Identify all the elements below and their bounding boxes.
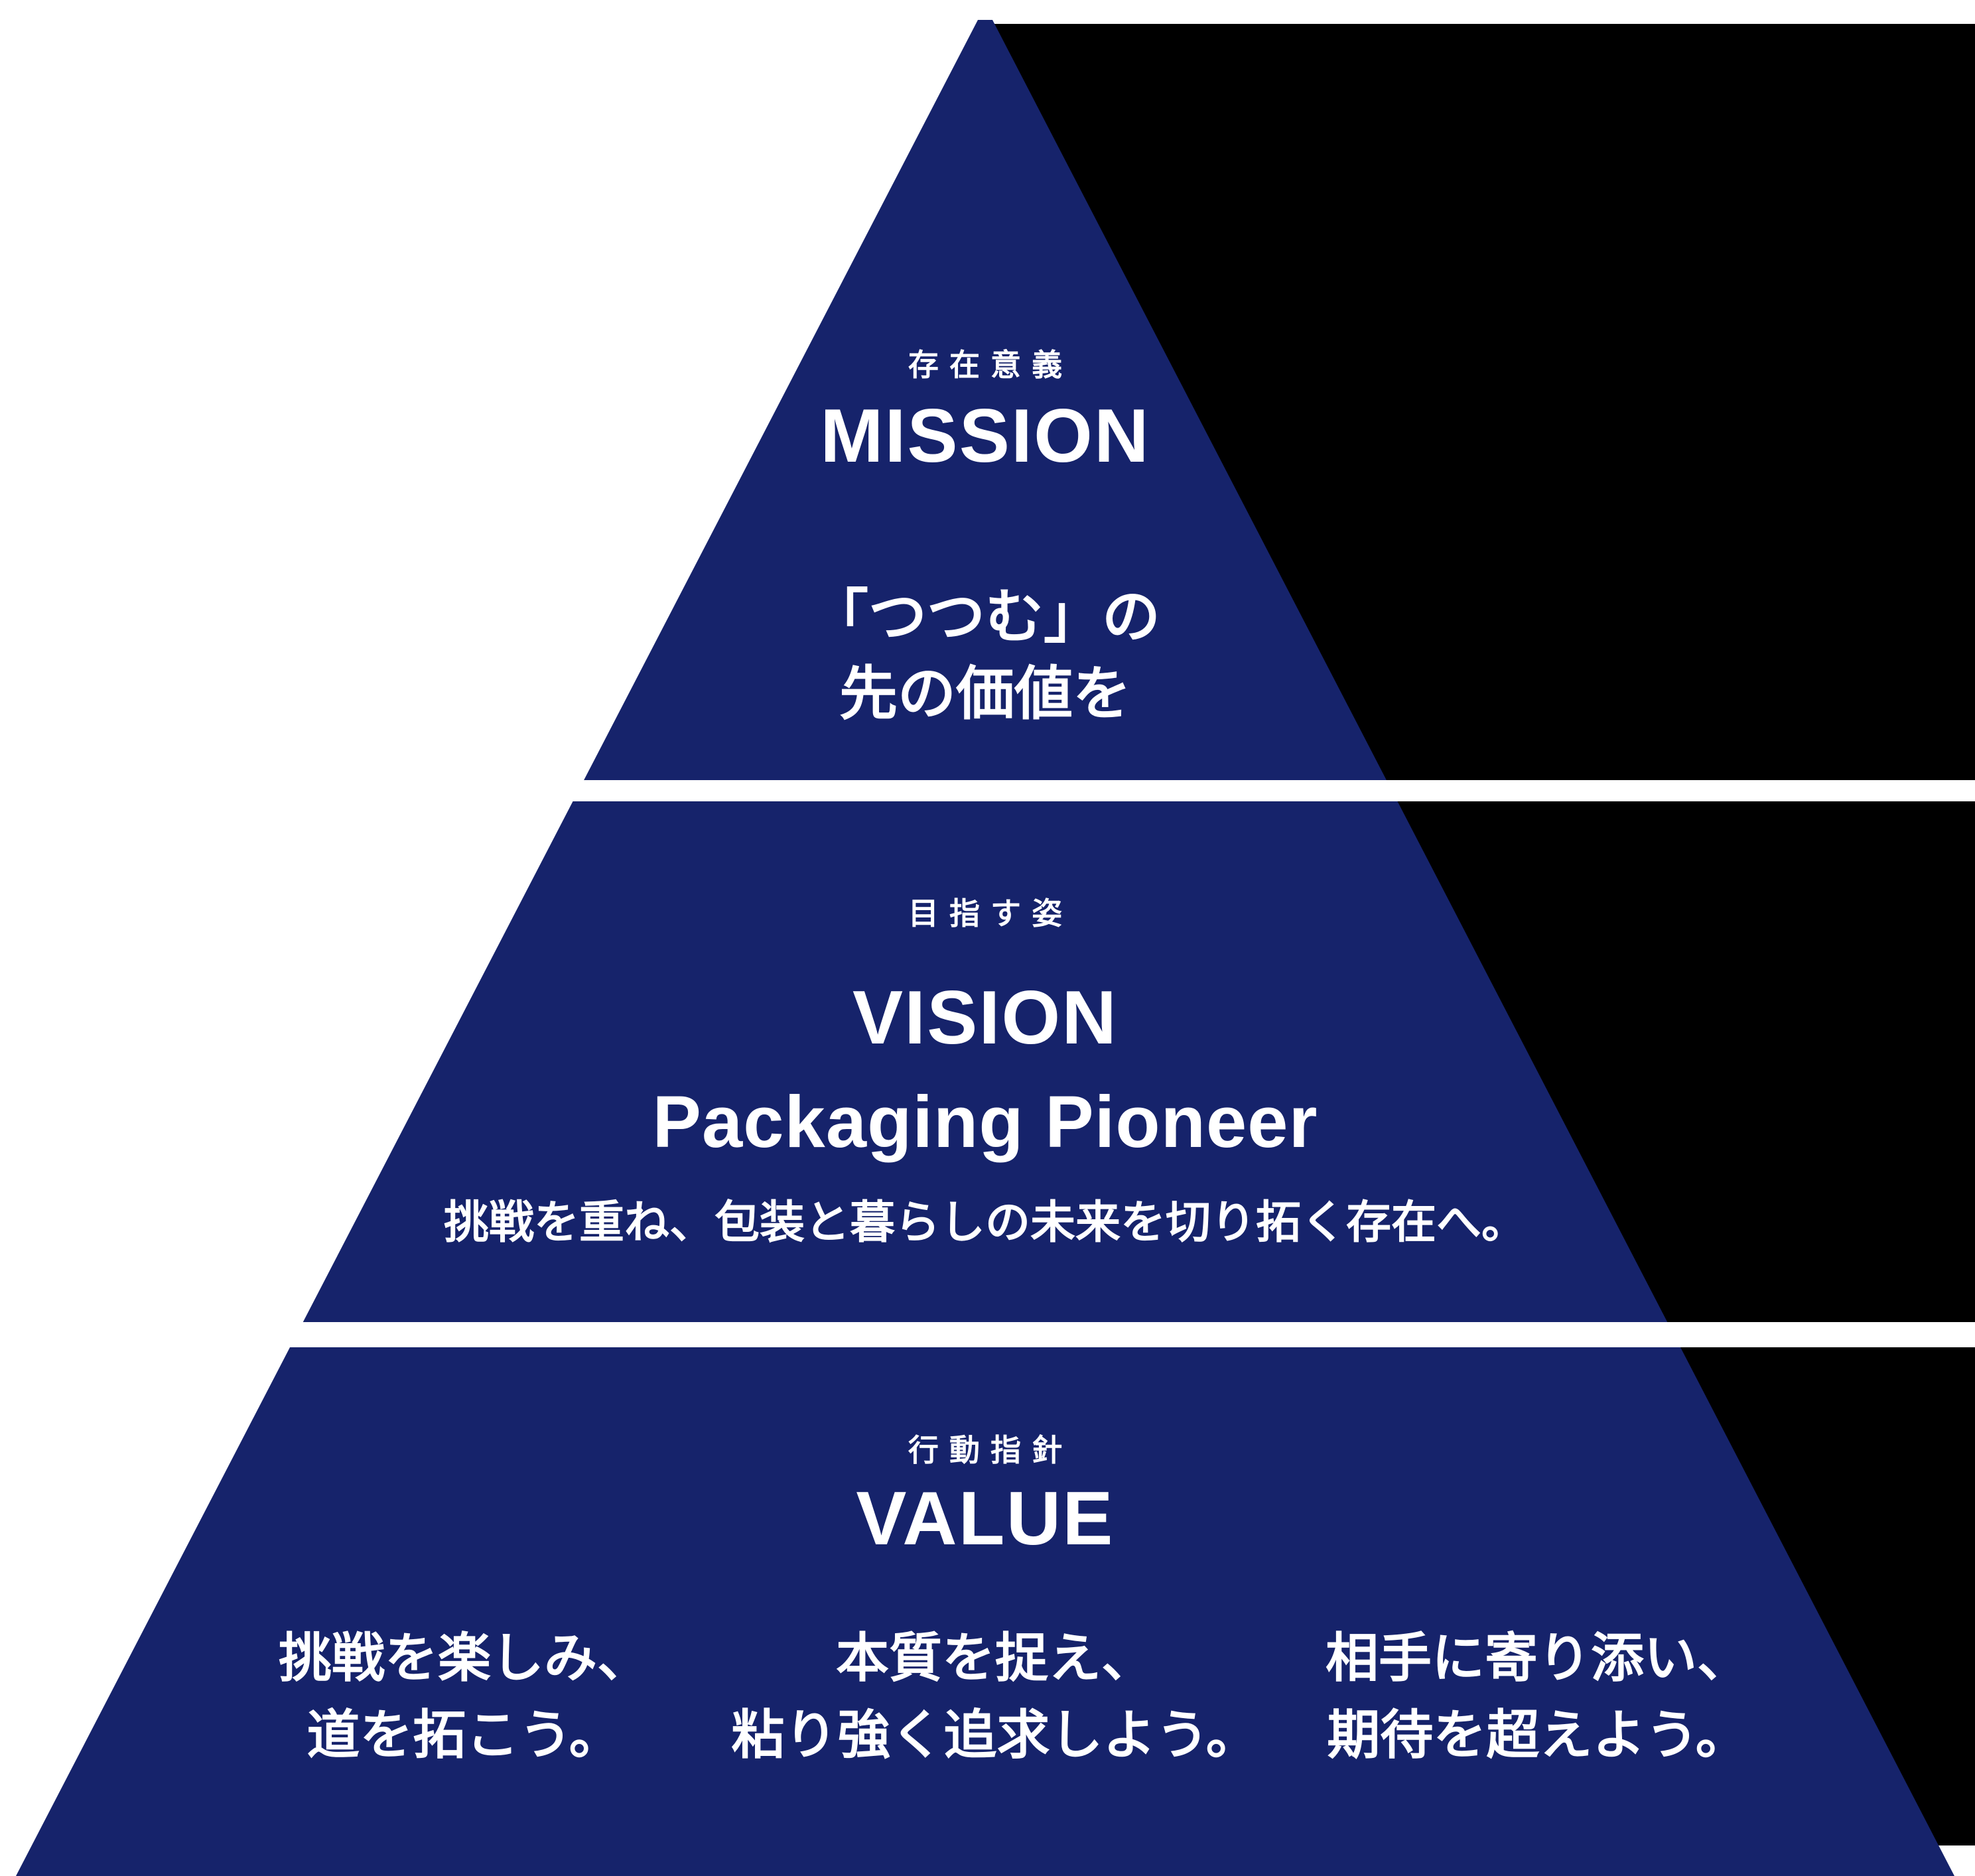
mission-title: MISSION bbox=[820, 394, 1150, 478]
value-title: VALUE bbox=[856, 1477, 1115, 1561]
vision-kicker: 目指す姿 bbox=[908, 896, 1073, 931]
mission-kicker: 存在意義 bbox=[908, 348, 1073, 382]
value-item-1: 挑戦を楽しみ、 道を拓こう。 bbox=[279, 1620, 650, 1774]
vision-title: VISION bbox=[852, 976, 1119, 1060]
mission-statement-line2: 先の価値を bbox=[839, 661, 1132, 726]
mission-statement-line1: 「つつむ」の bbox=[809, 584, 1161, 649]
tier-gap-mission-vision bbox=[0, 780, 1975, 801]
tier-gap-vision-value bbox=[0, 1322, 1975, 1347]
value-item-3-line2: 期待を超えよう。 bbox=[1327, 1706, 1749, 1765]
vision-statement: Packaging Pioneer bbox=[652, 1081, 1318, 1163]
value-item-1-line2: 道を拓こう。 bbox=[306, 1706, 622, 1765]
value-kicker: 行動指針 bbox=[908, 1433, 1073, 1467]
value-item-1-line1: 挑戦を楽しみ、 bbox=[279, 1629, 650, 1688]
value-item-2-line2: 粘り強く追求しよう。 bbox=[731, 1706, 1259, 1765]
value-item-2: 本質を捉え、 粘り強く追求しよう。 bbox=[731, 1620, 1259, 1774]
mission-statement: 「つつむ」の 先の価値を bbox=[810, 578, 1160, 732]
vision-sub-statement: 挑戦を重ね、包装と暮らしの未来を切り拓く存在へ。 bbox=[443, 1197, 1527, 1248]
value-item-3-line1: 相手に寄り添い、 bbox=[1326, 1629, 1750, 1688]
value-item-2-line1: 本質を捉え、 bbox=[835, 1629, 1154, 1688]
value-item-3: 相手に寄り添い、 期待を超えよう。 bbox=[1326, 1620, 1750, 1774]
